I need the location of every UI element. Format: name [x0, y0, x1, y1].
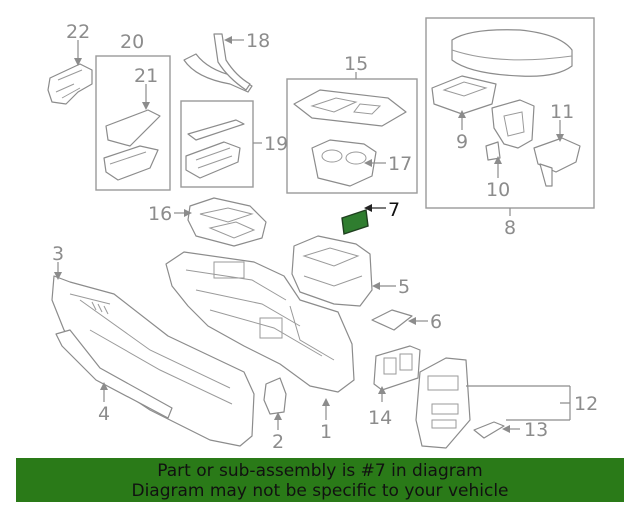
- callout-9: 9: [456, 131, 468, 153]
- callout-5: 5: [398, 276, 410, 298]
- callout-2: 2: [272, 431, 284, 453]
- notice-banner: Part or sub-assembly is #7 in diagram Di…: [16, 458, 624, 502]
- part-6-pad: [371, 309, 413, 331]
- callout-14: 14: [368, 407, 392, 429]
- part-4-trim-strip: [55, 329, 173, 419]
- leader-lines: [54, 36, 571, 433]
- callout-17: 17: [388, 153, 412, 175]
- part-12-rear-panel: [415, 357, 471, 449]
- group-box-15: [286, 78, 418, 194]
- callout-12: 12: [574, 393, 598, 415]
- part-16-tray: [187, 197, 267, 247]
- group-box-19: [180, 100, 254, 188]
- part-15-tray: [293, 89, 407, 127]
- part-21-trim-panel: [103, 109, 161, 181]
- part-1-console-body: [165, 251, 355, 393]
- callout-19: 19: [264, 133, 288, 155]
- callout-6: 6: [430, 311, 442, 333]
- callout-1: 1: [320, 421, 332, 443]
- part-7-highlighted-panel[interactable]: [341, 209, 369, 235]
- notice-line-2: Diagram may not be specific to your vehi…: [131, 481, 509, 501]
- part-3-side-panel: [51, 275, 255, 447]
- callout-11: 11: [550, 101, 574, 123]
- callout-15: 15: [344, 53, 368, 75]
- callout-16: 16: [148, 203, 172, 225]
- part-2-clip: [263, 377, 287, 415]
- group-box-20: [95, 55, 171, 191]
- callout-22: 22: [66, 21, 90, 43]
- part-19-bracket-set: [185, 119, 245, 179]
- callout-10: 10: [486, 179, 510, 201]
- part-11-bracket: [533, 137, 581, 187]
- part-9-storage-bin: [431, 75, 497, 115]
- part-10-bracket: [485, 99, 535, 161]
- part-14-bezel: [373, 345, 421, 391]
- part-22-bracket: [47, 63, 93, 105]
- part-armrest-lid: [451, 29, 573, 77]
- part-18-trim-strip: [183, 33, 253, 93]
- notice-line-1: Part or sub-assembly is #7 in diagram: [157, 461, 483, 481]
- part-17-cup-holder: [311, 139, 377, 187]
- part-5-bracket: [291, 235, 373, 307]
- callout-20: 20: [120, 31, 144, 53]
- callout-7[interactable]: 7: [388, 199, 400, 221]
- callout-8: 8: [504, 217, 516, 239]
- callout-3: 3: [52, 243, 64, 265]
- callout-4: 4: [98, 403, 110, 425]
- callout-13: 13: [524, 419, 548, 441]
- callout-18: 18: [246, 30, 270, 52]
- callout-labels: 22 20 21 18 19 15 17 9 11 10 8 16 7 3 5 …: [52, 21, 598, 453]
- callout-21: 21: [134, 65, 158, 87]
- part-13-insert: [473, 421, 505, 439]
